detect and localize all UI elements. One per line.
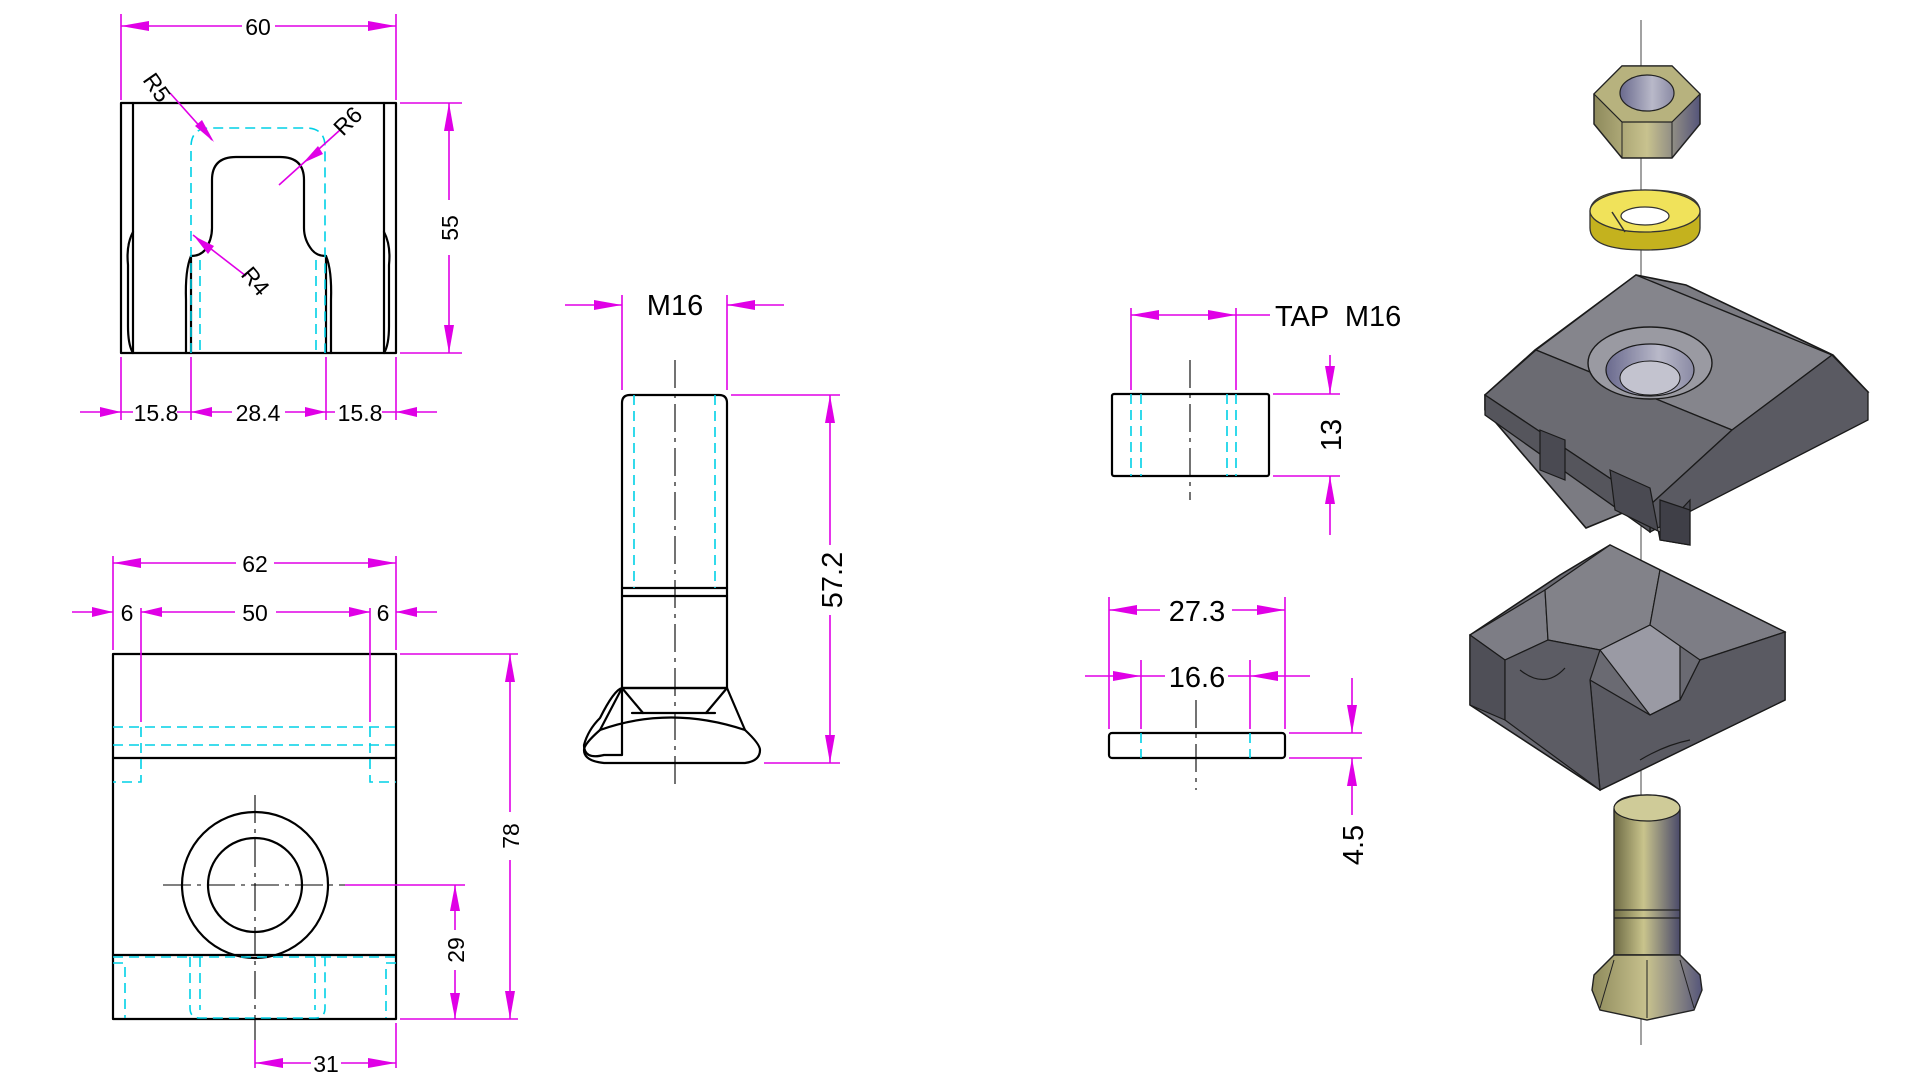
dim-front-chain: 6 50 6 (72, 600, 437, 722)
dim-text-middle: 50 (242, 600, 268, 626)
dim-clamp-top-width: 60 (120, 14, 397, 100)
radius-r5: R5 (138, 68, 176, 107)
dim-text-nut-height: 13 (1316, 419, 1348, 451)
exploded-assembly (1468, 20, 1870, 1045)
dim-text-height: 55 (437, 215, 463, 241)
dim-washer-thickness: 4.5 (1289, 678, 1370, 865)
dim-text-tap: TAP M16 (1275, 301, 1401, 333)
clamp-top-view: 60 55 15.8 28.4 15.8 (80, 14, 463, 426)
dim-clamp-top-height: 55 (400, 102, 463, 354)
dim-bolt-thread: M16 (565, 290, 784, 390)
dim-text-slot: 28.4 (236, 400, 281, 426)
dim-text-edge-right: 6 (377, 600, 390, 626)
dim-text-thickness: 4.5 (1338, 825, 1370, 865)
dim-front-overall: 62 (112, 551, 397, 650)
clamp-front-view: 62 6 50 6 78 (72, 551, 524, 1077)
clamp-front-centerlines (163, 795, 347, 1040)
nut-hidden-lines (1130, 394, 1237, 476)
washer-hidden-lines (1140, 733, 1251, 758)
dim-hole-height: 29 (345, 884, 469, 1019)
assembly-clamp-base (1468, 544, 1787, 792)
washer-view: 27.3 16.6 4.5 (1085, 596, 1370, 865)
dim-washer-outer: 27.3 (1108, 596, 1286, 729)
clamp-top-outline (119, 101, 398, 355)
dim-hole-offset: 31 (254, 1023, 397, 1077)
nut-view: TAP M16 13 (1110, 301, 1401, 535)
clamp-top-hidden-lines (190, 127, 326, 353)
dim-text-hole-height: 29 (443, 937, 469, 963)
assembly-spring-washer (1589, 189, 1701, 251)
dim-text-hole-offset: 31 (313, 1051, 339, 1077)
dim-nut-height: 13 (1273, 355, 1348, 535)
bolt-outline (582, 393, 762, 765)
assembly-hex-nut (1593, 65, 1701, 159)
bolt-hidden-thread (633, 395, 716, 588)
clamp-front-hidden-lines (113, 726, 396, 1019)
dim-front-height: 78 (400, 653, 524, 1020)
dim-text-left: 15.8 (134, 400, 179, 426)
assembly-clamp-top-plate (1483, 274, 1870, 546)
dim-nut-tap: TAP M16 (1130, 301, 1401, 390)
dim-text-outer: 27.3 (1169, 596, 1225, 628)
dim-text-edge-left: 6 (121, 600, 134, 626)
dim-text-width: 60 (245, 14, 271, 40)
dim-text-overall: 62 (242, 551, 268, 577)
dim-text-inner: 16.6 (1169, 662, 1225, 694)
dim-text-length: 57.2 (817, 552, 849, 608)
washer-outline (1107, 731, 1287, 760)
bolt-view: M16 57.2 (565, 290, 849, 790)
assembly-bolt (1591, 794, 1703, 1021)
radius-r4: R4 (236, 262, 275, 301)
dim-bolt-length: 57.2 (731, 394, 849, 764)
dim-washer-inner: 16.6 (1085, 660, 1310, 729)
dim-text-right: 15.8 (338, 400, 383, 426)
dim-text-front-height: 78 (498, 823, 524, 849)
dim-clamp-top-bottom-chain: 15.8 28.4 15.8 (80, 357, 437, 426)
dim-text-thread: M16 (647, 290, 703, 322)
